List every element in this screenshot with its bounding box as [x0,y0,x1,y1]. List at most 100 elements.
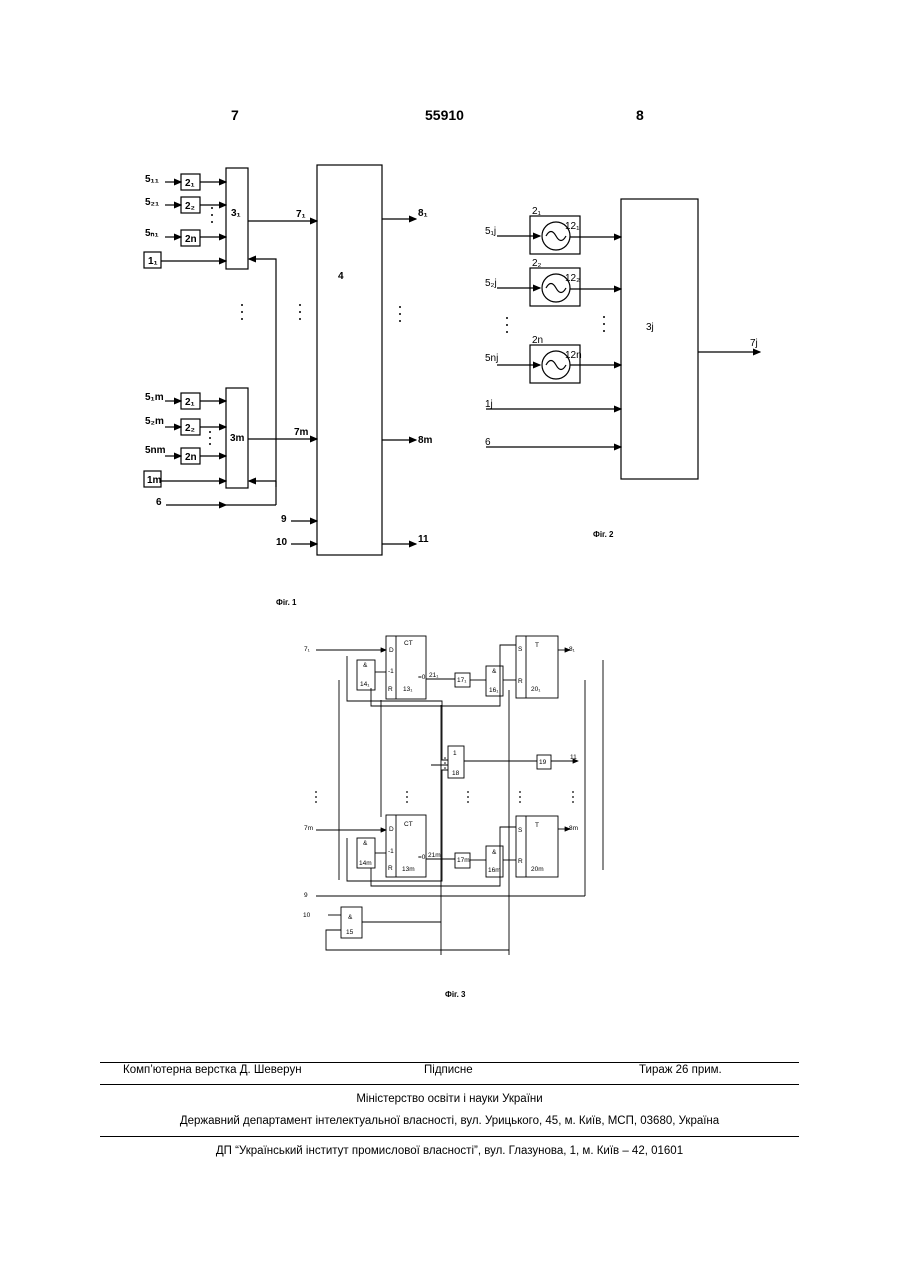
fig2-block2-label: 2n [532,335,543,346]
figure-3-labels: 7₁ CT D -1 R =0 13₁ & 14₁ 21₁ 17₁ & 16₁ … [303,640,578,999]
t-label: T [535,822,539,829]
trigger-20-1-label: 20₁ [531,686,541,693]
fig1-input-9: 9 [281,514,287,525]
fig1-block2-label: 2₁ [185,178,195,189]
r-label: R [518,678,523,685]
and-label: & [492,668,497,675]
ministry-line: Міністерство освіти і науки України [100,1093,799,1105]
institute-line: ДП “Український інститут промислової вла… [100,1145,799,1157]
out-21-m-label: 21m [428,852,441,859]
counter-13-1-label: 13₁ [403,686,413,693]
fig2-input-5-1j: 5₁j [485,226,496,237]
fig1-block2-label: 2n [185,234,197,245]
and-label: & [363,662,368,669]
fig3-input-7-1: 7₁ [304,646,311,653]
out-11: 11 [570,754,577,761]
or-label: 1 [453,750,457,757]
fig3-caption: Фіг. 3 [445,990,466,999]
fig2-block12-label: 12₂ [565,273,580,284]
fig1-block1-top: 1₁ [148,256,158,267]
fig1-input-5-21: 5₂₁ [145,197,159,208]
and-16-1-label: 16₁ [489,687,499,694]
r-label: R [388,686,393,693]
fig1-input-5-n1: 5ₙ₁ [145,228,159,239]
block-4 [317,165,382,555]
fig2-block3: 3j [646,322,654,333]
t-label: T [535,642,539,649]
out-21-1-label: 21₁ [429,672,439,679]
and-14-1-label: 14₁ [360,681,370,688]
fig1-out7-top: 7₁ [296,209,306,220]
circulation-label: Тираж 26 прим. [639,1064,722,1076]
fig2-input-5-2j: 5₂j [485,278,497,289]
fig1-block2-label: 2n [185,452,197,463]
fig1-input-5-nm: 5nm [145,445,166,456]
fig3-input-10: 10 [303,912,311,919]
and-label: & [348,914,353,921]
counter-13-m-label: 13m [402,866,415,873]
fig1-out8-top: 8₁ [418,208,428,219]
fig2-caption: Фіг. 2 [593,530,614,539]
fig2-block12-label: 12n [565,350,582,361]
fig2-input-6: 6 [485,437,491,448]
fig1-caption: Фіг. 1 [276,598,297,607]
minus1-label: -1 [388,848,394,855]
signed-label: Підписне [424,1064,473,1076]
r-label: R [388,865,393,872]
and-16-m-label: 16m [488,867,501,874]
minus1-label: -1 [388,668,394,675]
department-line: Державний департамент інтелектуальної вл… [100,1115,799,1127]
fig1-input-5-11: 5₁₁ [145,174,159,185]
and-label: & [492,849,497,856]
block-3-j [621,199,698,479]
fig2-input-1j: 1j [485,399,493,410]
fig2-input-5-nj: 5nj [485,353,498,364]
fig1-out7-bottom: 7m [294,427,309,438]
out-8-1: 8₁ [569,646,576,653]
fig1-block3-bottom: 3m [230,433,245,444]
ct-label: CT [404,640,413,647]
fig1-input-10: 10 [276,537,288,548]
figure-2 [486,199,760,479]
and-14-m-label: 14m [359,860,372,867]
fig1-input-5-1m: 5₁m [145,392,164,403]
eq0-label: =0 [418,854,426,861]
d-label: D [389,647,394,654]
d-label: D [389,826,394,833]
footer-rule-mid [100,1084,799,1085]
fig1-block2-label: 2₂ [185,423,195,434]
fig1-block2-label: 2₂ [185,201,195,212]
fig2-block2-label: 2₁ [532,206,542,217]
block-17-1-label: 17₁ [457,677,467,684]
figure-1 [144,165,416,555]
fig2-block2-label: 2₂ [532,258,542,269]
fig1-block4: 4 [338,271,344,282]
figure-2-ellipsis [506,316,605,333]
or-18-label: 18 [452,770,460,777]
typesetting-credit: Комп’ютерна верстка Д. Шеверун [123,1064,302,1076]
and-15-label: 15 [346,929,354,936]
fig1-out8-bottom: 8m [418,435,433,446]
ct-label: CT [404,821,413,828]
eq0-label: =0 [418,674,426,681]
block-17-m-label: 17m [457,857,470,864]
out-8-m: 8m [569,825,578,832]
figure-1-labels: 5₁₁ 5₂₁ 5ₙ₁ 2₁ 2₂ 2n 1₁ 3₁ 7₁ 8₁ 4 5₁m 5… [145,174,433,607]
footer-rule-bottom [100,1136,799,1137]
fig1-block1-bottom: 1m [147,475,162,486]
fig1-block2-label: 2₁ [185,397,195,408]
footer-rule-top [100,1062,799,1063]
fig3-input-9: 9 [304,892,308,899]
fig3-input-7-m: 7m [304,825,313,832]
fig1-block3-top: 3₁ [231,208,241,219]
fig2-out-7j: 7j [750,338,758,349]
trigger-20-m-label: 20m [531,866,544,873]
r-label: R [518,858,523,865]
fig1-out-11: 11 [418,534,429,545]
s-label: S [518,646,523,653]
fig2-block12-label: 12₁ [565,221,580,232]
fig1-input-6: 6 [156,497,162,508]
s-label: S [518,827,523,834]
figure-1-ellipsis [209,207,401,445]
